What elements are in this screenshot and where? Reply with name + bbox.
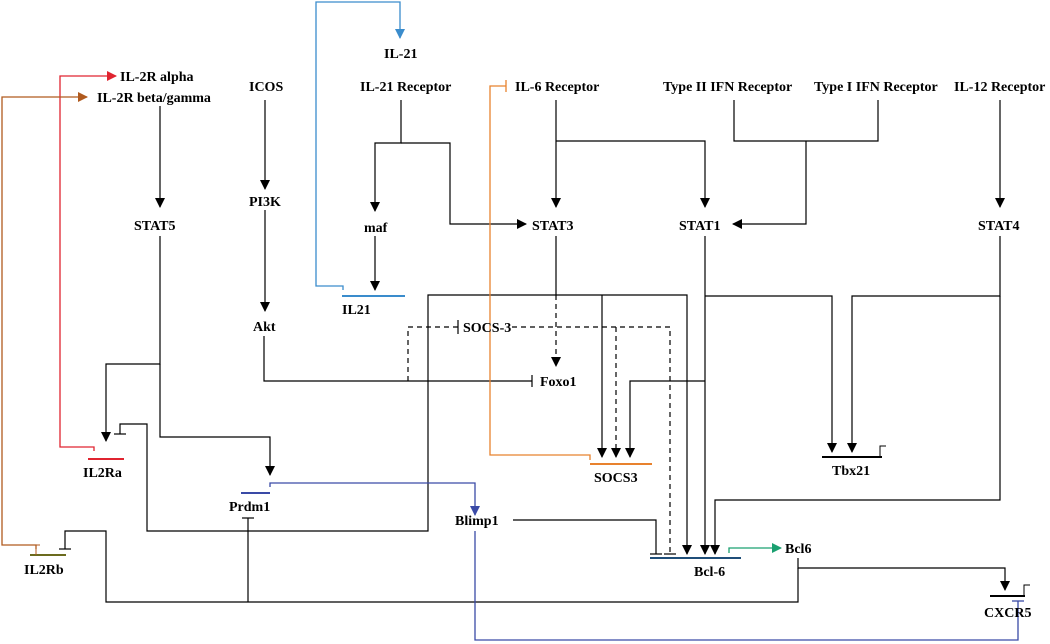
edge-blimp1-bcl6 bbox=[513, 519, 657, 554]
cxcr5-promoter-icon bbox=[1023, 584, 1030, 596]
label-maf: maf bbox=[364, 221, 388, 236]
label-type1-ifn-receptor: Type I IFN Receptor bbox=[814, 80, 938, 95]
label-blimp1: Blimp1 bbox=[455, 514, 499, 529]
edge-stat5-prdm1 bbox=[159, 364, 275, 476]
label-cxcr5-gene: CXCR5 bbox=[984, 606, 1031, 621]
edge-stat1-socs3 bbox=[625, 380, 705, 458]
socs3-dashed-edges bbox=[407, 295, 671, 552]
label-il2ra-gene: IL2Ra bbox=[83, 466, 122, 481]
edge-socs3-foxo1-loop bbox=[407, 326, 458, 381]
label-stat5: STAT5 bbox=[134, 219, 176, 234]
edge-akt-foxo1 bbox=[263, 336, 532, 382]
label-il12-receptor: IL-12 Receptor bbox=[954, 80, 1045, 95]
edge-il21gene-il21-ligand bbox=[315, 1, 405, 290]
edge-ifn-stat1 bbox=[732, 141, 807, 229]
label-bcl6-protein: Bcl6 bbox=[785, 542, 811, 557]
label-il2rb-gene: IL2Rb bbox=[24, 563, 64, 578]
label-il6-receptor: IL-6 Receptor bbox=[515, 80, 599, 95]
edge-stat4-bcl6 bbox=[710, 296, 1001, 555]
gene-bars bbox=[30, 295, 1025, 597]
edge-bcl6gene-bcl6 bbox=[728, 543, 782, 553]
edge-il21r-maf bbox=[370, 100, 402, 212]
tbx21-promoter-icon bbox=[879, 445, 886, 457]
label-socs3-protein: SOCS-3 bbox=[463, 321, 511, 336]
edge-blimp1-cxcr5 bbox=[474, 531, 1019, 641]
edge-stat3-prdm1 bbox=[119, 236, 557, 532]
label-icos: ICOS bbox=[249, 80, 283, 95]
label-bcl6-gene: Bcl-6 bbox=[694, 565, 725, 580]
edge-ifn-receptors-join bbox=[733, 100, 879, 142]
label-type2-ifn-receptor: Type II IFN Receptor bbox=[663, 80, 792, 95]
label-foxo1: Foxo1 bbox=[540, 375, 577, 390]
label-il2r-alpha: IL-2R alpha bbox=[120, 70, 194, 85]
edge-stat3-bcl6 bbox=[556, 294, 692, 555]
black-edges bbox=[59, 100, 1010, 603]
edge-il21r-stat3 bbox=[401, 142, 527, 229]
edge-il2ra-il2r-alpha bbox=[59, 71, 117, 451]
promoter-arrows bbox=[35, 445, 1030, 596]
label-il21-gene: IL21 bbox=[342, 303, 371, 318]
edge-socs3-bcl6 bbox=[512, 326, 671, 552]
label-akt: Akt bbox=[253, 320, 276, 335]
label-stat4: STAT4 bbox=[978, 219, 1020, 234]
il2rb-promoter-icon bbox=[35, 544, 40, 555]
edge-stat1-tbx21 bbox=[705, 295, 837, 453]
label-il21-receptor: IL-21 Receptor bbox=[360, 80, 451, 95]
edge-stat5-il2ra bbox=[101, 236, 161, 442]
edge-il6r-stat1 bbox=[556, 140, 710, 208]
label-socs3-gene: SOCS3 bbox=[594, 471, 638, 486]
label-il21-ligand: IL-21 bbox=[384, 47, 417, 62]
edge-prdm1-blimp1 bbox=[269, 482, 480, 516]
label-prdm1-gene: Prdm1 bbox=[229, 500, 270, 515]
edge-socs3gene-il6r bbox=[489, 85, 591, 460]
node-labels: IL-21 IL-2R alpha IL-2R beta/gamma ICOS … bbox=[24, 47, 1045, 621]
edge-bcl6-cxcr5 bbox=[797, 558, 1010, 591]
label-pi3k: PI3K bbox=[249, 195, 281, 210]
edge-il2rb-il2r-beta-gamma bbox=[1, 92, 88, 549]
label-il2r-beta-gamma: IL-2R beta/gamma bbox=[97, 91, 211, 106]
edge-stat4-tbx21 bbox=[847, 236, 1001, 453]
edge-bcl6-repression-trunk bbox=[64, 530, 799, 603]
label-stat1: STAT1 bbox=[679, 219, 721, 234]
label-stat3: STAT3 bbox=[532, 219, 574, 234]
label-tbx21-gene: Tbx21 bbox=[832, 464, 870, 479]
